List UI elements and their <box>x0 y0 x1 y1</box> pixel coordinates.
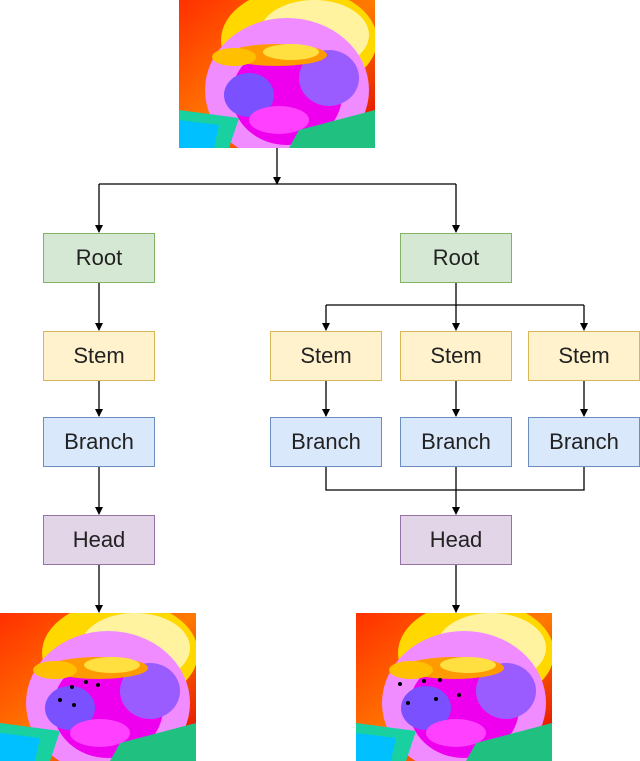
landmark-points <box>58 680 100 707</box>
branch-label: Branch <box>291 429 361 454</box>
stem-box-right-1: Stem <box>270 331 382 381</box>
branch-label: Branch <box>421 429 491 454</box>
branch-box-right-1: Branch <box>270 417 382 467</box>
root-box-right: Root <box>400 233 512 283</box>
merge-line <box>325 467 585 491</box>
stem-label: Stem <box>430 343 482 368</box>
root-box-left: Root <box>43 233 155 283</box>
output-thermal-image-right <box>356 613 552 761</box>
branch-box-right-2: Branch <box>400 417 512 467</box>
output-thermal-image-left <box>0 613 196 761</box>
head-label: Head <box>429 527 483 552</box>
branch-label: Branch <box>64 429 134 454</box>
stem-box-right-2: Stem <box>400 331 512 381</box>
head-box-right: Head <box>400 515 512 565</box>
stem-label: Stem <box>558 343 610 368</box>
stem-box-right-3: Stem <box>528 331 640 381</box>
landmark-points <box>398 678 461 705</box>
branch-box-left: Branch <box>43 417 155 467</box>
stem-label: Stem <box>300 343 352 368</box>
stem-label: Stem <box>73 343 125 368</box>
root-label: Root <box>432 245 480 270</box>
root-label: Root <box>75 245 123 270</box>
stem-box-left: Stem <box>43 331 155 381</box>
branch-label: Branch <box>549 429 619 454</box>
head-box-left: Head <box>43 515 155 565</box>
head-label: Head <box>72 527 126 552</box>
branch-box-right-3: Branch <box>528 417 640 467</box>
input-thermal-image <box>179 0 375 148</box>
